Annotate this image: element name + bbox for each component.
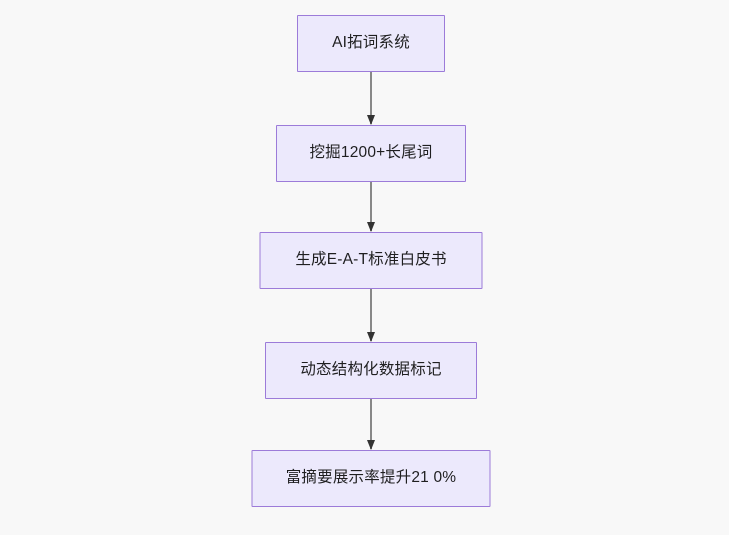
flow-node-label: 生成E-A-T标准白皮书	[295, 251, 447, 269]
flow-node-ai-keyword-system[interactable]: AI拓词系统	[297, 15, 445, 72]
flow-node-mine-longtail-keywords[interactable]: 挖掘1200+长尾词	[276, 125, 466, 182]
flow-node-label: 挖掘1200+长尾词	[309, 144, 433, 162]
flow-node-generate-eat-whitepaper[interactable]: 生成E-A-T标准白皮书	[259, 232, 483, 289]
flow-node-label: 富摘要展示率提升21 0%	[285, 469, 457, 487]
flow-node-label: AI拓词系统	[332, 34, 410, 52]
flow-node-label: 动态结构化数据标记	[300, 361, 442, 379]
flow-node-dynamic-structured-data-markup[interactable]: 动态结构化数据标记	[265, 342, 477, 399]
flow-node-rich-snippet-rate-increase[interactable]: 富摘要展示率提升21 0%	[251, 450, 491, 507]
